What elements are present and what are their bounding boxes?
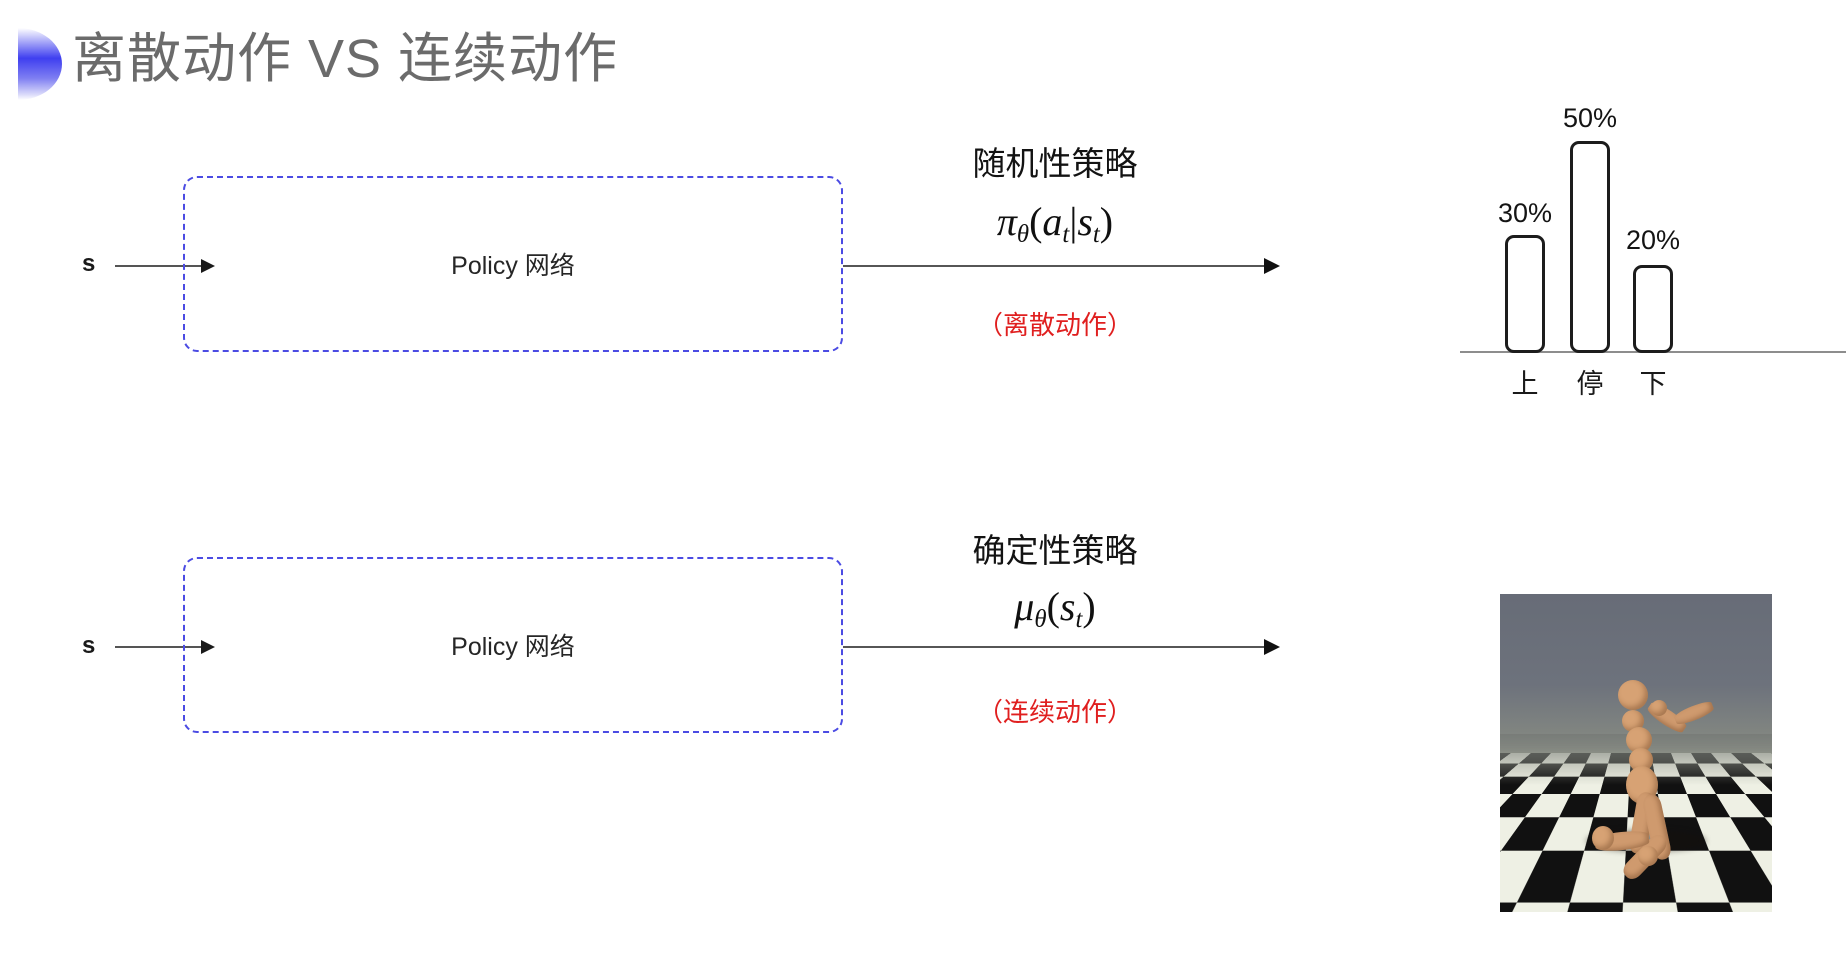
- formula-conditional-bar: |: [1069, 199, 1078, 244]
- formula-paren-open-2: (: [1046, 584, 1060, 629]
- policy-formula-continuous: μθ(st): [955, 583, 1155, 634]
- policy-network-box-discrete[interactable]: Policy 网络: [183, 176, 843, 352]
- formula-paren-close-2: ): [1082, 584, 1096, 629]
- formula-subscript-t-s-2: t: [1075, 605, 1083, 633]
- policy-type-caption-discrete: 随机性策略: [972, 145, 1138, 182]
- bar-stop: [1570, 141, 1610, 353]
- formula-subscript-theta: θ: [1016, 220, 1030, 248]
- bar-value-up: 30%: [1497, 198, 1553, 228]
- bar-category-up: 上: [1511, 369, 1539, 399]
- bar-category-down: 下: [1639, 369, 1667, 399]
- humanoid-head: [1618, 680, 1648, 710]
- policy-network-label-continuous: Policy 网络: [451, 633, 575, 661]
- mujoco-humanoid-image: [1500, 594, 1772, 912]
- action-type-note-discrete: （离散动作）: [976, 310, 1133, 340]
- formula-symbol-pi: π: [996, 199, 1017, 244]
- humanoid-foot-right: [1638, 846, 1658, 866]
- policy-formula-discrete: πθ(at|st): [955, 198, 1155, 249]
- bar-up: [1505, 235, 1545, 353]
- formula-paren-open: (: [1029, 199, 1043, 244]
- title-bullet-icon: [18, 28, 62, 100]
- bar-value-stop: 50%: [1562, 103, 1618, 133]
- page-title: 离散动作 VS 连续动作: [72, 29, 619, 89]
- humanoid-neck: [1622, 710, 1644, 732]
- output-arrow-continuous: [843, 639, 1280, 655]
- policy-type-caption-continuous: 确定性策略: [972, 532, 1138, 569]
- humanoid-knee-forward: [1592, 826, 1614, 850]
- formula-subscript-t-a: t: [1062, 220, 1070, 248]
- state-input-label-discrete: s: [82, 250, 96, 277]
- action-probability-bar-chart: 30% 上 50% 停 20% 下: [1460, 95, 1846, 399]
- formula-symbol-a: a: [1042, 199, 1063, 244]
- formula-paren-close: ): [1099, 199, 1114, 244]
- output-arrow-discrete: [843, 258, 1280, 274]
- humanoid-hand: [1651, 700, 1667, 716]
- formula-subscript-theta-2: θ: [1034, 605, 1047, 633]
- bar-category-stop: 停: [1576, 369, 1604, 399]
- action-type-note-continuous: （连续动作）: [976, 697, 1133, 727]
- state-input-label-continuous: s: [82, 632, 96, 659]
- bar-value-down: 20%: [1625, 225, 1681, 255]
- bar-down: [1633, 265, 1673, 353]
- policy-network-label-discrete: Policy 网络: [451, 252, 575, 280]
- formula-symbol-mu: μ: [1014, 584, 1035, 629]
- input-arrow-continuous: [115, 640, 215, 654]
- formula-symbol-s-2: s: [1059, 584, 1076, 629]
- formula-subscript-t-s: t: [1092, 220, 1100, 248]
- policy-network-box-continuous[interactable]: Policy 网络: [183, 557, 843, 733]
- formula-symbol-s: s: [1077, 199, 1093, 244]
- input-arrow-discrete: [115, 259, 215, 273]
